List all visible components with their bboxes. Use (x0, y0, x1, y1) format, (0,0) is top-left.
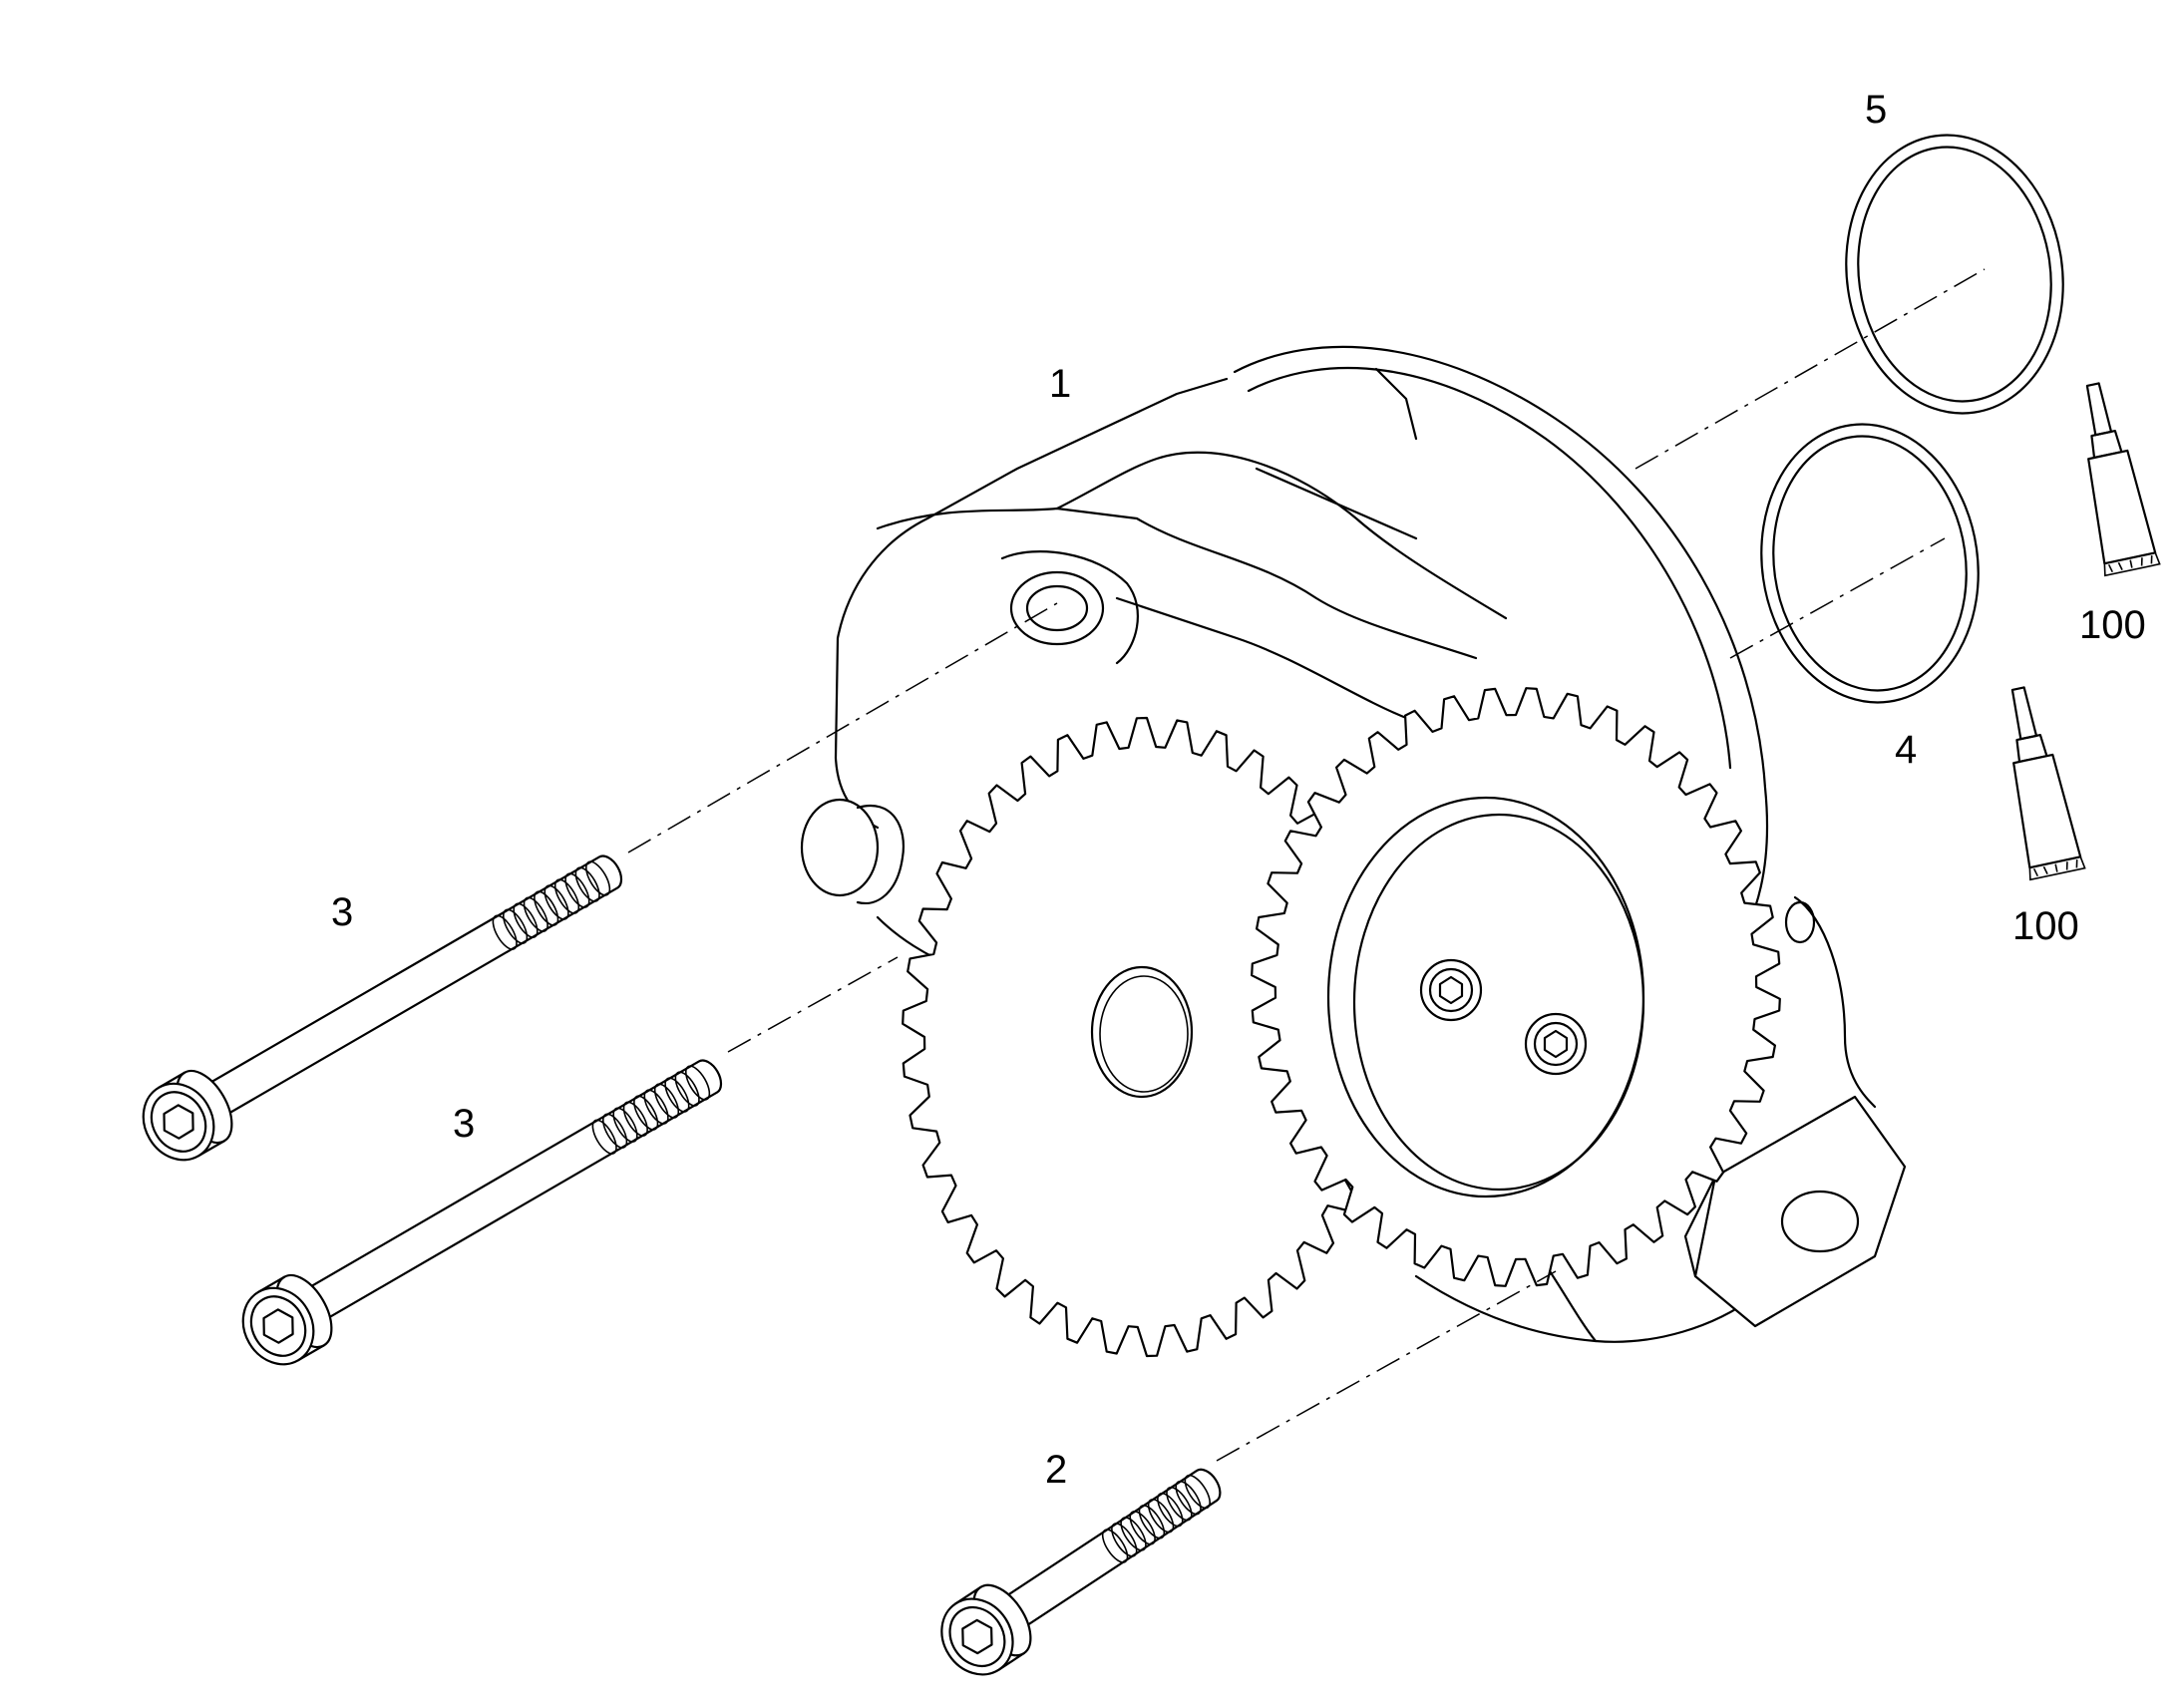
seal-ring-large (1845, 134, 2064, 415)
long-bolt-lower (241, 1059, 723, 1366)
callout-long-bolt-upper: 3 (331, 890, 353, 934)
long-bolt-upper (142, 854, 623, 1162)
callout-seal-ring-large: 5 (1865, 88, 1887, 132)
pump-housing (800, 345, 1907, 1343)
driven-gear (1251, 687, 1781, 1287)
sealant-tube-upper (2085, 382, 2161, 577)
assembly-center-lines (627, 268, 1986, 1462)
seal-ring-small (1760, 423, 1980, 704)
callout-sealant-upper: 100 (2079, 603, 2146, 647)
callout-sealant-lower: 100 (2012, 904, 2079, 948)
callout-long-bolt-lower: 3 (453, 1102, 475, 1146)
sealant-tube-lower (2010, 686, 2086, 881)
short-bolt (940, 1468, 1222, 1676)
callout-seal-ring-small: 4 (1895, 728, 1917, 772)
callout-short-bolt: 2 (1045, 1448, 1067, 1492)
callout-housing: 1 (1049, 362, 1071, 406)
